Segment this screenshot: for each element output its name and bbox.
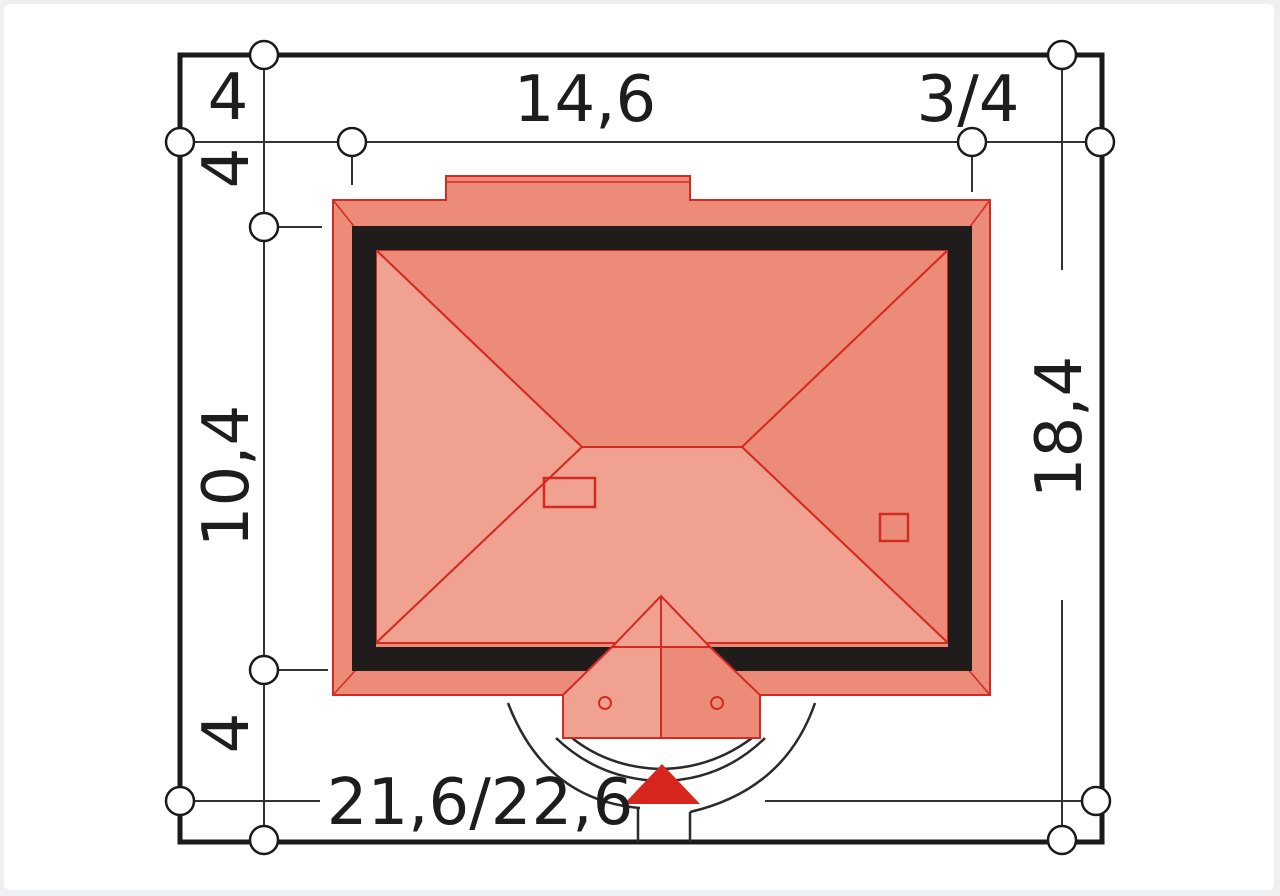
- entrance-arrow-icon: [624, 764, 700, 804]
- entrance-porch: [562, 594, 761, 739]
- grid-nodes: [164, 39, 1116, 856]
- building-width-label: 14,6: [514, 63, 657, 137]
- plot-width-label: 21,6/22,6: [327, 766, 634, 840]
- top-left-setback-label: 4: [208, 61, 249, 135]
- plot-depth-label: 18,4: [1023, 356, 1097, 499]
- plot-boundary: [177, 52, 1105, 845]
- building-depth-label: 10,4: [190, 405, 264, 548]
- roof-window-left: [542, 476, 597, 509]
- left-bottom-setback-label: 4: [190, 713, 264, 754]
- left-top-setback-label: 4: [190, 148, 264, 189]
- dimension-lines: [180, 55, 1100, 842]
- roof-window-right: [878, 512, 910, 543]
- top-right-setback-label: 3/4: [917, 63, 1020, 137]
- roof-planes: [373, 247, 951, 646]
